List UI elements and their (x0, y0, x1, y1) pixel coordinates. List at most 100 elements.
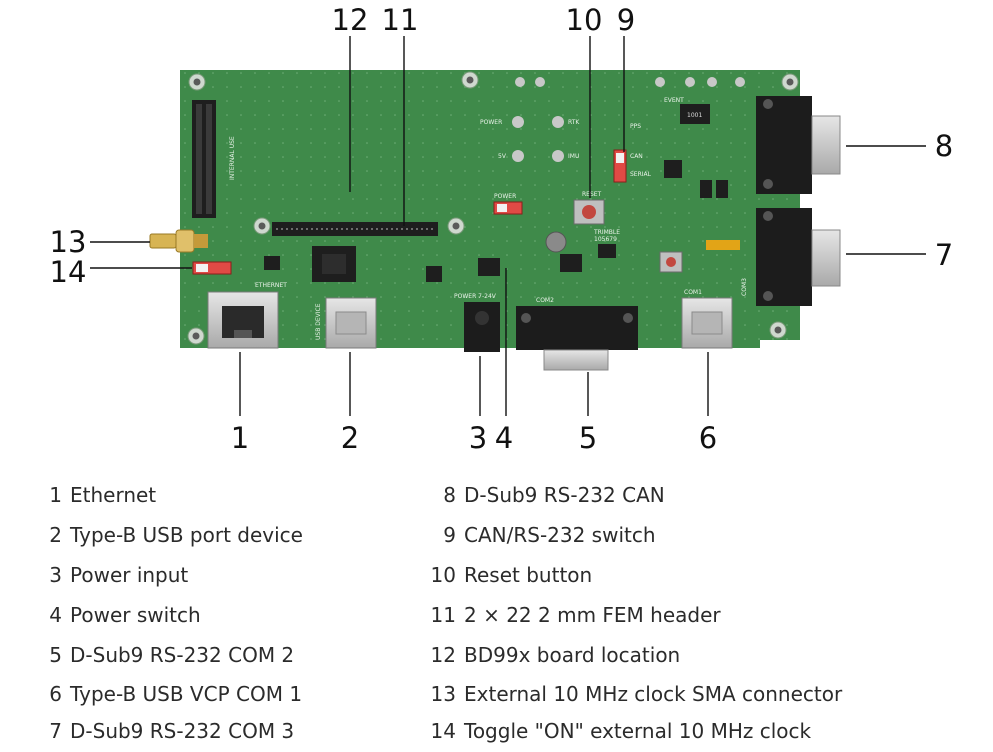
legend-number: 9 (443, 523, 456, 547)
trimble-label: TRIMBLE (593, 229, 620, 236)
legend-number: 3 (49, 563, 62, 587)
legend-text: Type-B USB port device (70, 523, 303, 547)
ref-1001: 1001 (687, 112, 702, 119)
event-label: EVENT (664, 97, 684, 104)
legend-text: External 10 MHz clock SMA connector (464, 682, 843, 706)
legend-number: 11 (430, 603, 456, 627)
led-rtk-label: RTK (568, 119, 580, 126)
legend-item: 7 D-Sub9 RS-232 COM 3 (40, 719, 294, 743)
callout-4: 4 (495, 421, 513, 455)
callout-10: 10 (566, 3, 603, 37)
legend-number: 10 (430, 563, 456, 587)
legend-text: Power input (70, 563, 189, 587)
callout-3: 3 (469, 421, 487, 455)
callout-11: 11 (382, 3, 419, 37)
mounting-hole (187, 327, 205, 345)
legend-number: 1 (49, 483, 62, 507)
callout-8: 8 (935, 129, 953, 163)
led-power-label: POWER (480, 119, 502, 126)
legend-text: Type-B USB VCP COM 1 (70, 682, 303, 706)
callout-numbers: 1 2 3 4 5 6 7 8 9 10 11 12 13 14 (50, 3, 954, 455)
callout-7: 7 (935, 238, 953, 272)
legend-number: 13 (430, 682, 456, 706)
legend-item: 5 D-Sub9 RS-232 COM 2 (40, 643, 294, 667)
legend-text: Toggle "ON" external 10 MHz clock (464, 719, 812, 743)
callout-9: 9 (617, 3, 635, 37)
usb-device-label: USB DEVICE (315, 303, 322, 340)
legend-item: 3 Power input (40, 563, 188, 587)
ic-chip (264, 256, 280, 270)
usb-vcp-port: COM1 (681, 289, 733, 349)
pcb-board: INTERNAL USE ETHERNET US (149, 70, 841, 371)
com3-label: COM3 (741, 278, 748, 296)
legend-number: 14 (430, 719, 456, 743)
ic-chip (716, 180, 728, 198)
legend-text: D-Sub9 RS-232 COM 2 (70, 643, 295, 667)
capacitor (545, 231, 567, 253)
legend-number: 2 (49, 523, 62, 547)
legend-item: 13 External 10 MHz clock SMA connector (420, 682, 843, 706)
ic-chip (560, 254, 582, 272)
fem-header (272, 222, 438, 236)
legend-number: 4 (49, 603, 62, 627)
callout-lines (90, 36, 926, 416)
legend-item: 2 Type-B USB port device (40, 523, 303, 547)
callout-13: 13 (50, 225, 87, 259)
callout-2: 2 (341, 421, 359, 455)
mounting-hole (461, 71, 479, 89)
barcode-label (706, 240, 740, 250)
ic-chip (478, 258, 500, 276)
legend-number: 5 (49, 643, 62, 667)
small-button (659, 251, 683, 273)
callout-12: 12 (332, 3, 369, 37)
legend-item: 10 Reset button (420, 563, 593, 587)
callout-5: 5 (579, 421, 597, 455)
power-jack: POWER 7-24V (454, 293, 500, 352)
ic-chip (664, 160, 682, 178)
legend-text: D-Sub9 RS-232 COM 3 (70, 719, 295, 743)
internal-use-header: INTERNAL USE (192, 100, 236, 218)
external-clock-toggle (192, 261, 232, 275)
ethernet-label: ETHERNET (255, 282, 287, 289)
mounting-hole (781, 73, 799, 91)
dsub-can (756, 96, 841, 194)
legend-number: 12 (430, 643, 456, 667)
legend-text: CAN/RS-232 switch (464, 523, 656, 547)
legend-item: 9 CAN/RS-232 switch (420, 523, 656, 547)
sma-connector (149, 229, 208, 253)
power-switch-label: POWER (494, 193, 516, 200)
legend-item: 1 Ethernet (40, 483, 156, 507)
power-voltage-label: POWER 7-24V (454, 293, 497, 300)
callout-14: 14 (50, 255, 87, 289)
dsub-com2: COM2 (516, 297, 638, 371)
legend-item: 6 Type-B USB VCP COM 1 (40, 682, 302, 706)
legend-number: 7 (49, 719, 62, 743)
legend-text: Ethernet (70, 483, 157, 507)
internal-use-label: INTERNAL USE (229, 136, 236, 180)
reset-button: RESET (573, 191, 605, 225)
legend-text: Reset button (464, 563, 593, 587)
callout-1: 1 (231, 421, 249, 455)
legend-number: 8 (443, 483, 456, 507)
legend-item: 14 Toggle "ON" external 10 MHz clock (420, 719, 812, 743)
pps-label: PPS (630, 123, 641, 130)
can-serial-switch: CAN SERIAL (613, 149, 652, 183)
can-label: CAN (630, 153, 643, 160)
power-slide-switch: POWER (493, 193, 523, 215)
legend-item: 4 Power switch (40, 603, 201, 627)
ic-chip (426, 266, 442, 282)
usb-device-port: USB DEVICE (315, 297, 377, 349)
com2-label: COM2 (536, 297, 554, 304)
led-imu-label: IMU (568, 153, 579, 160)
legend-text: Power switch (70, 603, 201, 627)
ic-chip (700, 180, 712, 198)
part-number-label: 105679 (594, 236, 617, 243)
mounting-hole (447, 217, 465, 235)
legend-number: 6 (49, 682, 62, 706)
serial-label: SERIAL (630, 171, 652, 178)
ic-chip (598, 244, 616, 258)
